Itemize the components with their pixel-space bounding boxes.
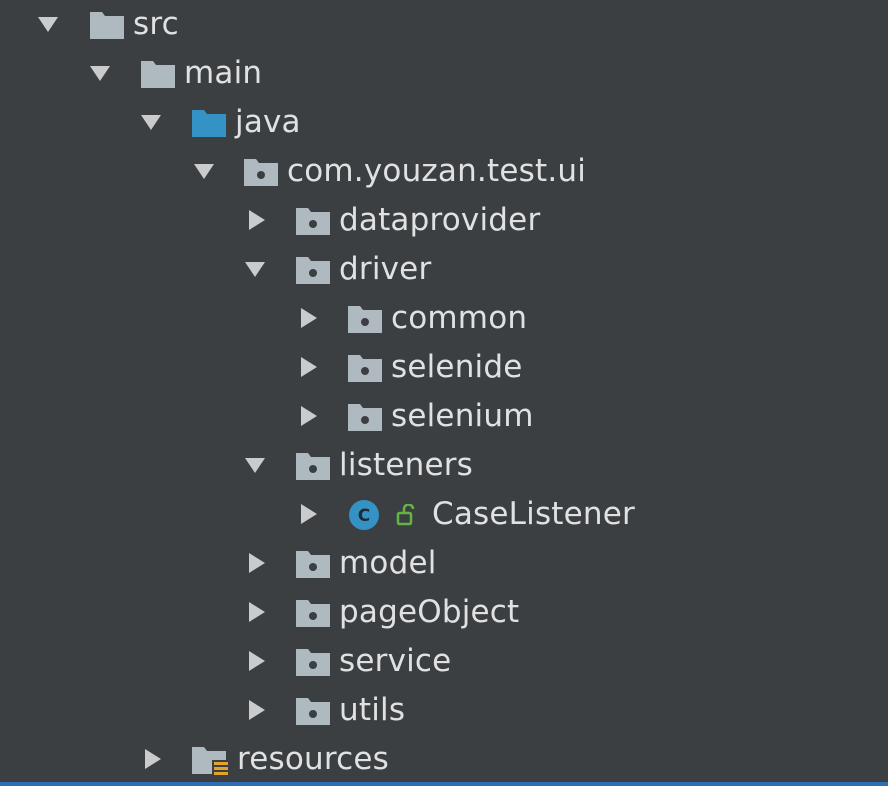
source-root-folder-icon bbox=[191, 107, 227, 139]
tree-item-caselistener[interactable]: C CaseListener bbox=[0, 490, 888, 539]
folder-icon bbox=[89, 9, 125, 41]
collapsed-arrow-icon[interactable] bbox=[297, 355, 321, 379]
tree-item-label: src bbox=[133, 6, 179, 42]
package-icon bbox=[295, 597, 331, 629]
tree-item-label: resources bbox=[237, 741, 390, 777]
tree-item-label: service bbox=[339, 643, 452, 679]
package-icon bbox=[295, 205, 331, 237]
collapsed-arrow-icon[interactable] bbox=[141, 747, 165, 771]
collapsed-arrow-icon[interactable] bbox=[297, 306, 321, 330]
collapsed-arrow-icon[interactable] bbox=[245, 208, 269, 232]
tree-item-label: CaseListener bbox=[432, 496, 635, 532]
tree-item-pageobject[interactable]: pageObject bbox=[0, 588, 888, 637]
unlocked-padlock-icon bbox=[396, 503, 418, 526]
collapsed-arrow-icon[interactable] bbox=[245, 600, 269, 624]
tree-item-selenide[interactable]: selenide bbox=[0, 343, 888, 392]
tree-item-model[interactable]: model bbox=[0, 539, 888, 588]
collapsed-arrow-icon[interactable] bbox=[245, 698, 269, 722]
package-icon bbox=[347, 401, 383, 433]
collapsed-arrow-icon[interactable] bbox=[297, 404, 321, 428]
tree-item-label: selenide bbox=[391, 349, 523, 385]
selection-bar bbox=[0, 782, 888, 786]
tree-item-label: common bbox=[391, 300, 528, 336]
package-icon bbox=[243, 156, 279, 188]
collapsed-arrow-icon[interactable] bbox=[245, 649, 269, 673]
tree-item-label: listeners bbox=[339, 447, 474, 483]
package-icon bbox=[295, 646, 331, 678]
tree-item-dataprovider[interactable]: dataprovider bbox=[0, 196, 888, 245]
expanded-arrow-icon[interactable] bbox=[243, 453, 267, 477]
tree-item-label: model bbox=[339, 545, 437, 581]
tree-item-common[interactable]: common bbox=[0, 294, 888, 343]
tree-item-label: main bbox=[184, 55, 263, 91]
package-icon bbox=[295, 450, 331, 482]
tree-item-label: pageObject bbox=[339, 594, 520, 630]
package-icon bbox=[347, 352, 383, 384]
package-icon bbox=[295, 548, 331, 580]
class-letter: C bbox=[358, 506, 370, 526]
tree-item-selenium[interactable]: selenium bbox=[0, 392, 888, 441]
package-icon bbox=[295, 695, 331, 727]
collapsed-arrow-icon[interactable] bbox=[245, 551, 269, 575]
tree-item-label: selenium bbox=[391, 398, 534, 434]
package-icon bbox=[295, 254, 331, 286]
tree-item-driver[interactable]: driver bbox=[0, 245, 888, 294]
expanded-arrow-icon[interactable] bbox=[243, 257, 267, 281]
package-icon bbox=[347, 303, 383, 335]
tree-item-main[interactable]: main bbox=[0, 49, 888, 98]
folder-icon bbox=[140, 58, 176, 90]
tree-item-label: java bbox=[235, 104, 301, 140]
tree-item-label: utils bbox=[339, 692, 406, 728]
tree-item-label: driver bbox=[339, 251, 432, 287]
resources-folder-icon bbox=[191, 744, 229, 778]
collapsed-arrow-icon[interactable] bbox=[297, 502, 321, 526]
class-icon: C bbox=[348, 499, 380, 531]
expanded-arrow-icon[interactable] bbox=[192, 159, 216, 183]
tree-item-label: dataprovider bbox=[339, 202, 541, 238]
tree-item-listeners[interactable]: listeners bbox=[0, 441, 888, 490]
expanded-arrow-icon[interactable] bbox=[139, 110, 163, 134]
expanded-arrow-icon[interactable] bbox=[88, 61, 112, 85]
expanded-arrow-icon[interactable] bbox=[36, 12, 60, 36]
tree-item-label: com.youzan.test.ui bbox=[287, 153, 587, 189]
tree-item-service[interactable]: service bbox=[0, 637, 888, 686]
tree-item-java[interactable]: java bbox=[0, 98, 888, 147]
tree-item-com-youzan-test-ui[interactable]: com.youzan.test.ui bbox=[0, 147, 888, 196]
tree-item-utils[interactable]: utils bbox=[0, 686, 888, 735]
tree-item-resources[interactable]: resources bbox=[0, 735, 888, 784]
tree-item-src[interactable]: src bbox=[0, 0, 888, 49]
